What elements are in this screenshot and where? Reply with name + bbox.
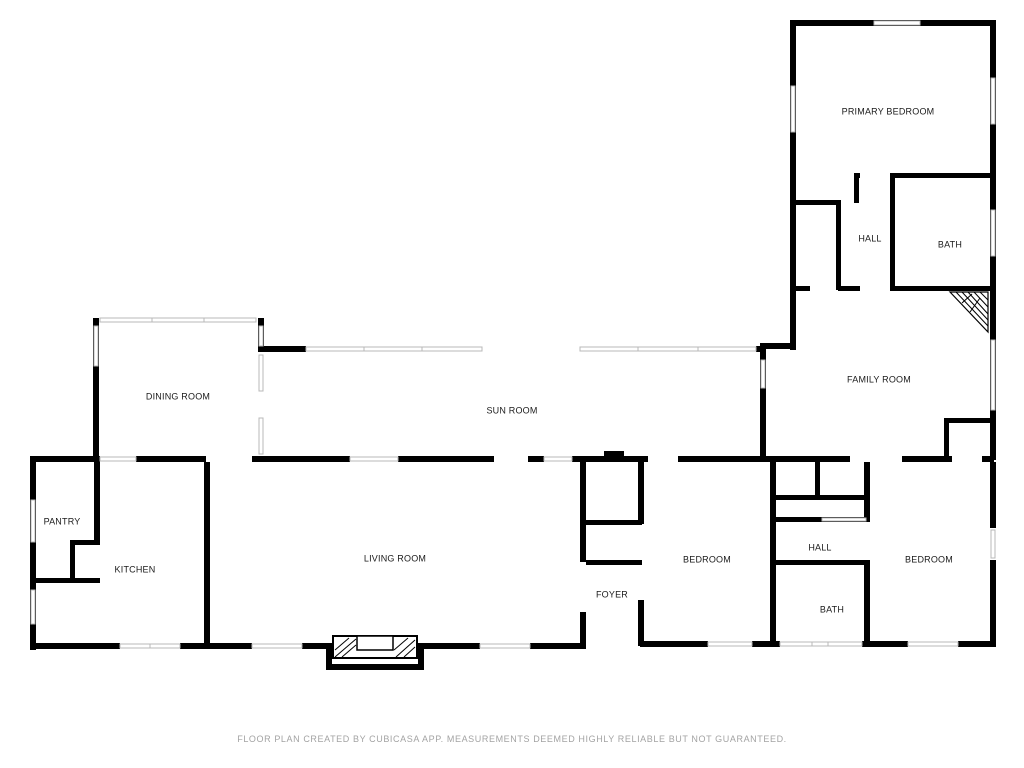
room-label-living-room: LIVING ROOM: [364, 553, 426, 563]
room-label-sun-room: SUN ROOM: [486, 405, 537, 415]
room-label-bath-lower: BATH: [820, 604, 844, 614]
room-label-family-room: FAMILY ROOM: [847, 374, 911, 384]
disclaimer-text: FLOOR PLAN CREATED BY CUBICASA APP. MEAS…: [237, 734, 787, 744]
room-label-dining-room: DINING ROOM: [146, 391, 210, 401]
fireplace: [332, 635, 418, 659]
room-label-bath-upper: BATH: [938, 239, 962, 249]
room-labels: PRIMARY BEDROOM HALL BATH FAMILY ROOM DI…: [44, 106, 962, 614]
room-label-pantry: PANTRY: [44, 516, 81, 526]
windows: [30, 20, 996, 649]
room-label-bedroom-right: BEDROOM: [905, 554, 953, 564]
room-label-kitchen: KITCHEN: [115, 564, 156, 574]
room-label-foyer: FOYER: [596, 589, 628, 599]
room-label-primary-bedroom: PRIMARY BEDROOM: [842, 106, 935, 116]
room-label-hall-upper: HALL: [858, 233, 881, 243]
room-label-hall-lower: HALL: [808, 542, 831, 552]
room-label-bedroom-center: BEDROOM: [683, 554, 731, 564]
stairs: [948, 291, 989, 334]
walls: [30, 20, 996, 670]
